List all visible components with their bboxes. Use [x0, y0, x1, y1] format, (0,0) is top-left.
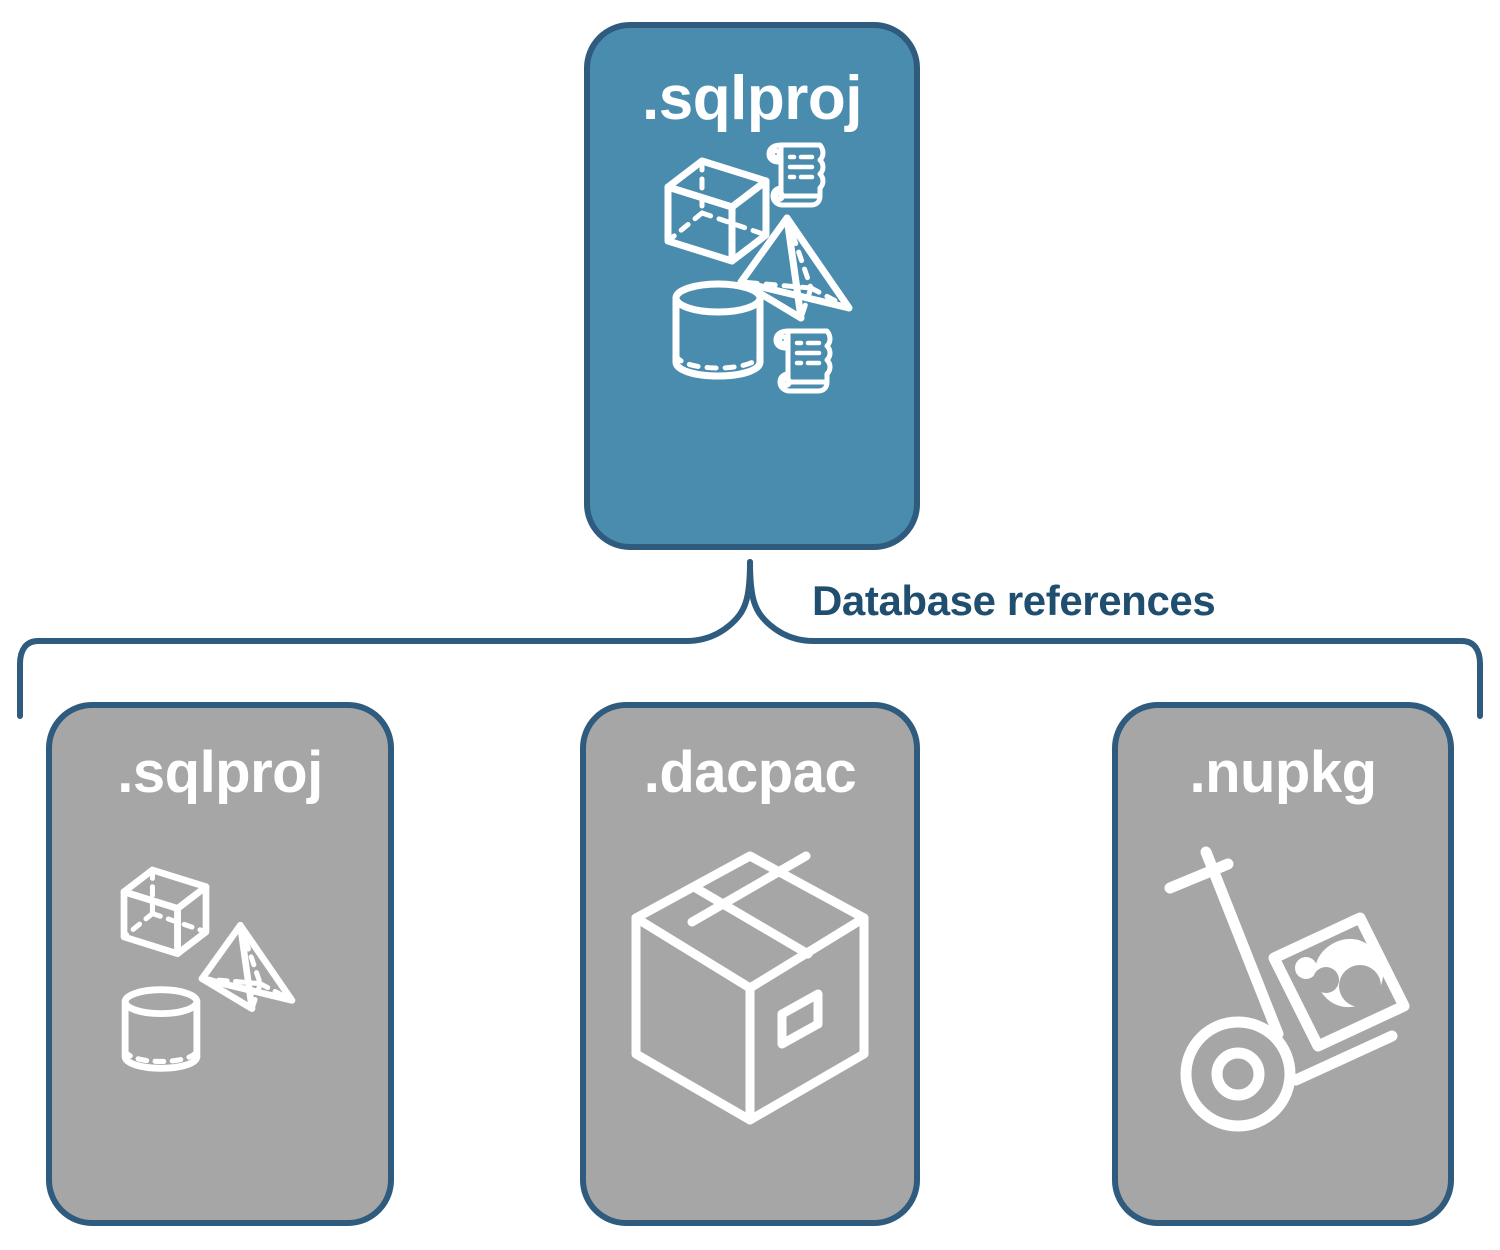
wireframe-cube-icon: [664, 157, 770, 265]
node-root-sqlproj[interactable]: .sqlproj: [584, 22, 920, 550]
wireframe-cylinder-icon: [672, 280, 764, 380]
node-reference-dacpac[interactable]: .dacpac: [580, 702, 920, 1226]
nuget-hand-truck-icon: [1164, 846, 1410, 1132]
node-reference-nupkg-icon-area: [1118, 802, 1448, 1220]
node-reference-sqlproj[interactable]: .sqlproj: [46, 702, 394, 1226]
node-reference-nupkg-title: .nupkg: [1189, 740, 1377, 805]
brace-label-database-references: Database references: [812, 577, 1216, 624]
wireframe-cube-icon: [120, 866, 210, 957]
node-root-title: .sqlproj: [642, 64, 862, 133]
node-root-icon-area: [590, 130, 914, 544]
node-reference-dacpac-title: .dacpac: [643, 740, 857, 805]
wireframe-cylinder-icon: [121, 986, 201, 1072]
node-reference-dacpac-icon-area: [586, 802, 914, 1220]
scroll-script-icon: [773, 328, 833, 394]
node-reference-nupkg[interactable]: .nupkg: [1112, 702, 1454, 1226]
wireframe-pyramid-icon: [198, 922, 296, 1013]
shipping-box-icon: [631, 851, 869, 1125]
node-reference-sqlproj-title: .sqlproj: [117, 740, 323, 805]
scroll-script-icon: [766, 142, 826, 208]
node-reference-sqlproj-icon-area: [52, 802, 388, 1220]
